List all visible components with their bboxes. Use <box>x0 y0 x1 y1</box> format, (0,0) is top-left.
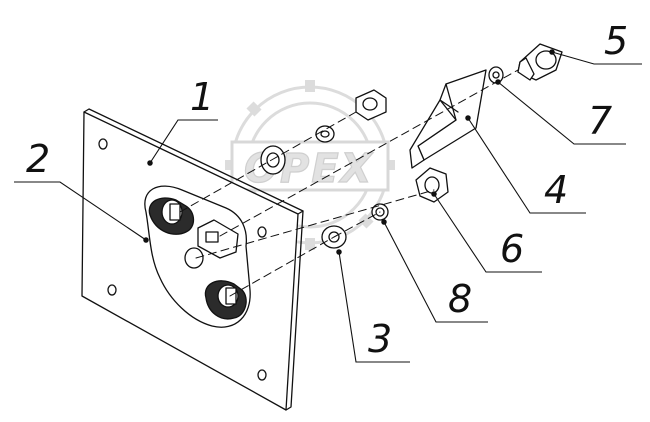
callout-4-anchor-dot <box>465 115 471 121</box>
callout-7-anchor-dot <box>495 79 501 85</box>
callout-1-leader-line <box>149 119 218 164</box>
callout-2-leader-line <box>14 181 147 241</box>
center-washer <box>260 145 286 175</box>
callout-8-label: 8 <box>448 277 472 321</box>
callout-3-anchor-dot <box>336 249 342 255</box>
callout-5-leader-line <box>551 51 642 65</box>
part-5-bolt <box>517 43 563 81</box>
part-6-nut <box>415 167 449 203</box>
watermark-text-frame <box>230 140 390 192</box>
callout-4-label: 4 <box>544 168 568 212</box>
callout-6-anchor-dot <box>431 191 437 197</box>
callout-5-anchor-dot <box>549 49 555 55</box>
callout-1-label: 1 <box>190 75 214 119</box>
callout-8-leader-line <box>383 221 488 323</box>
callout-7-leader-line <box>497 81 626 145</box>
upper-nut-and-washer <box>315 89 387 143</box>
callout-leaders <box>14 49 642 363</box>
callout-labels: 1 2 3 4 5 6 7 8 <box>26 19 628 361</box>
callout-5-label: 5 <box>604 19 628 63</box>
callout-4-leader-line <box>467 117 586 214</box>
callout-7-label: 7 <box>588 99 612 143</box>
callout-3-label: 3 <box>368 317 392 361</box>
callout-6-leader-line <box>433 193 542 273</box>
callout-8-anchor-dot <box>381 219 387 225</box>
callout-3-leader-line <box>338 251 410 363</box>
callout-6-label: 6 <box>500 227 524 271</box>
callout-2-anchor-dot <box>143 237 149 243</box>
assembly-axis-lines <box>179 69 519 297</box>
part-2-cam-body <box>144 185 251 328</box>
callout-1-anchor-dot <box>147 160 153 166</box>
part-4-bracket <box>409 69 487 169</box>
callout-2-label: 2 <box>26 137 50 181</box>
